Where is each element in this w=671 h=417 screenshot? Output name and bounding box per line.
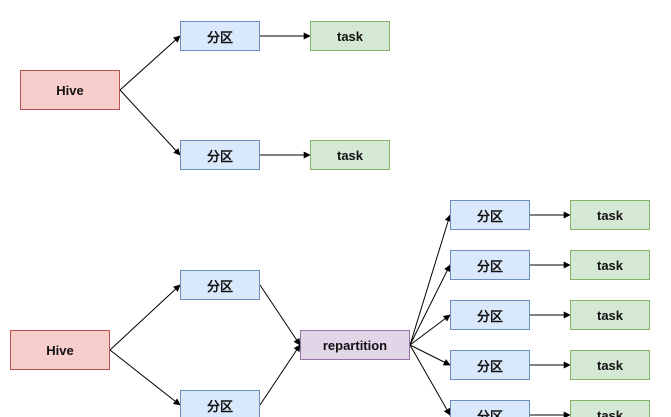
output-task-node: task [570, 300, 650, 330]
output-partition-node: 分区 [450, 350, 530, 380]
edge-repartition-out2 [409, 264, 451, 346]
task-node: task [310, 21, 390, 51]
output-partition-node: 分区 [450, 200, 530, 230]
edge-repartition-out3 [409, 314, 451, 346]
output-task-node: task [570, 250, 650, 280]
edge-hive1-partition1 [119, 35, 181, 91]
edge-partition2-repartition [259, 344, 301, 406]
edge-partition1-repartition [259, 284, 301, 346]
output-partition-node: 分区 [450, 250, 530, 280]
edge-hive1-partition2 [119, 89, 181, 156]
output-task-node: task [570, 350, 650, 380]
partition-node: 分区 [180, 140, 260, 170]
output-partition-node: 分区 [450, 400, 530, 417]
task-node: task [310, 140, 390, 170]
edge-hive2-partition2 [109, 349, 181, 406]
edge-repartition-out1 [409, 214, 452, 346]
hive-node-2: Hive [10, 330, 110, 370]
hive-node-1: Hive [20, 70, 120, 110]
edge-repartition-out5 [409, 344, 451, 416]
output-partition-node: 分区 [450, 300, 530, 330]
repartition-node: repartition [300, 330, 410, 360]
partition-node: 分区 [180, 270, 260, 300]
edge-repartition-out4 [409, 344, 451, 366]
output-task-node: task [570, 400, 650, 417]
partition-node: 分区 [180, 390, 260, 417]
partition-node: 分区 [180, 21, 260, 51]
output-task-node: task [570, 200, 650, 230]
edge-hive2-partition1 [109, 284, 181, 351]
